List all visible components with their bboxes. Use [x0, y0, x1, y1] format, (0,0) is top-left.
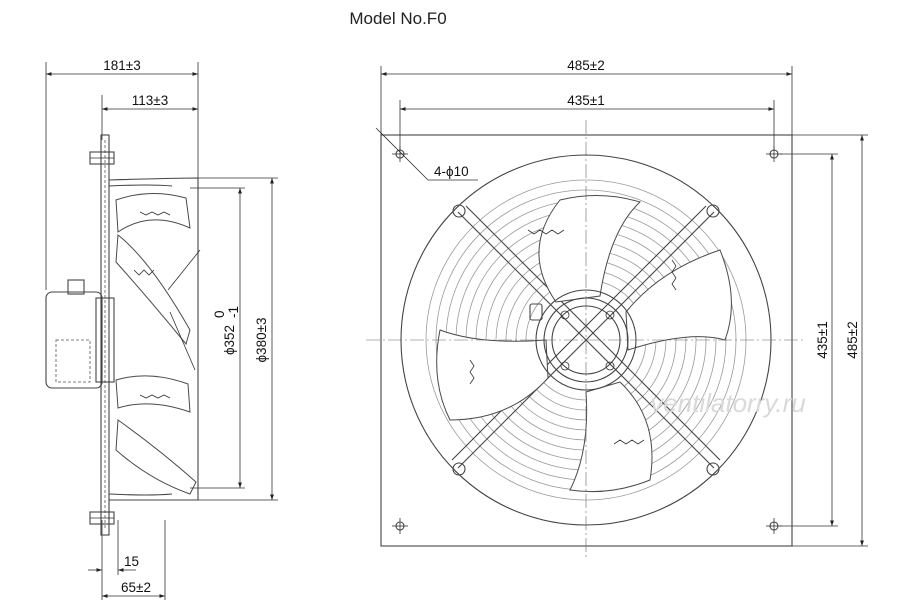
front-plate: [380, 134, 793, 547]
side-blade-2: [115, 234, 191, 346]
side-view: 181±3 113±3: [45, 58, 278, 600]
plate-thickness-label: 15: [124, 554, 139, 569]
plate-height-label: 485±2: [845, 321, 860, 358]
motor-offset-label: 65±2: [121, 580, 151, 595]
holes-leader-line: [375, 127, 429, 181]
side-blade-3: [115, 375, 191, 413]
blade-diameter-lower-tolerance: -1: [226, 306, 241, 318]
front-blade-2: [625, 249, 732, 351]
watermark: ventilatorry.ru: [650, 388, 806, 418]
hole-pitch-v-label: 435±1: [815, 321, 830, 358]
model-title: Model No.F0: [349, 9, 446, 28]
blade-diameter-upper-tolerance: 0: [212, 310, 227, 318]
mounting-holes: [392, 146, 782, 534]
plate-width-label: 485±2: [567, 58, 604, 73]
front-blade-3: [569, 381, 653, 493]
motor: [45, 279, 115, 389]
front-blade-1: [538, 195, 641, 303]
side-guard: [108, 177, 199, 501]
front-view: 485±2 435±1 435±1 485±2 4-ϕ10: [366, 58, 868, 560]
side-blade-4: [115, 419, 197, 495]
hole-pitch-h-label: 435±1: [567, 93, 604, 108]
bottom-bolt: [89, 511, 115, 525]
front-blade-4: [436, 329, 549, 421]
holes-callout-label: 4-ϕ10: [434, 164, 469, 179]
top-bolt: [89, 151, 115, 165]
guard-depth-label: 113±3: [132, 93, 168, 108]
cable-gland: [529, 303, 543, 321]
mounting-plate: [100, 134, 110, 536]
blade-diameter-label: ϕ352: [222, 325, 237, 355]
guard-diameter-label: ϕ380±3: [254, 317, 269, 362]
overall-depth-label: 181±3: [103, 58, 140, 73]
